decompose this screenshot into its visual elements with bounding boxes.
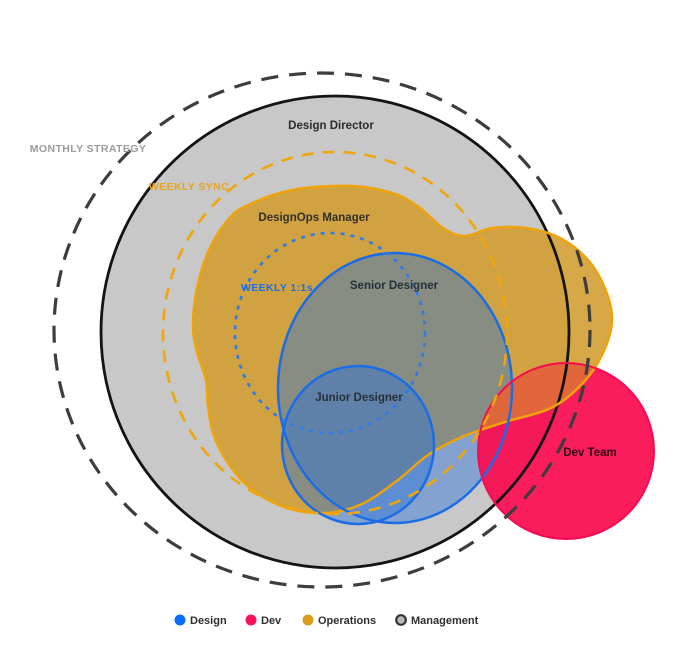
senior-designer-outline (276, 251, 514, 525)
legend-item-dev: Dev (245, 614, 282, 627)
legend-label-dev: Dev (261, 615, 282, 627)
weekly-1-1s-label: WEEKLY 1:1s (241, 282, 313, 294)
operations-legend-dot-icon (302, 614, 314, 626)
legend-item-design: Design (174, 614, 227, 627)
junior-designer-outline (280, 364, 436, 526)
legend-label-management: Management (411, 615, 479, 627)
senior-designer-label: Senior Designer (350, 280, 439, 292)
legend-item-management: Management (395, 614, 479, 627)
design-director-label: Design Director (288, 120, 374, 132)
legend-label-design: Design (190, 615, 227, 627)
dev-team-label: Dev Team (563, 447, 616, 459)
design-legend-dot-icon (174, 614, 186, 626)
legend-label-operations: Operations (318, 615, 376, 627)
weekly-1-1s-ring (233, 231, 427, 435)
monthly-strategy-label: MONTHLY STRATEGY (30, 143, 146, 155)
monthly-strategy-ring (52, 71, 592, 589)
legend-item-operations: Operations (302, 614, 376, 627)
dev-legend-dot-icon (245, 614, 257, 626)
management-legend-dot-icon (395, 614, 407, 626)
junior-designer-label: Junior Designer (315, 392, 403, 404)
weekly-sync-label: WEEKLY SYNC (149, 181, 229, 193)
junior-designer-circle (282, 366, 434, 524)
weekly-sync-ring (161, 150, 509, 516)
designops-manager-label: DesignOps Manager (258, 212, 370, 224)
senior-designer-circle (278, 253, 512, 523)
design-director-outline (99, 94, 571, 570)
legend: Design Dev Operations Management (174, 614, 479, 627)
dev-team-outline (477, 362, 655, 540)
